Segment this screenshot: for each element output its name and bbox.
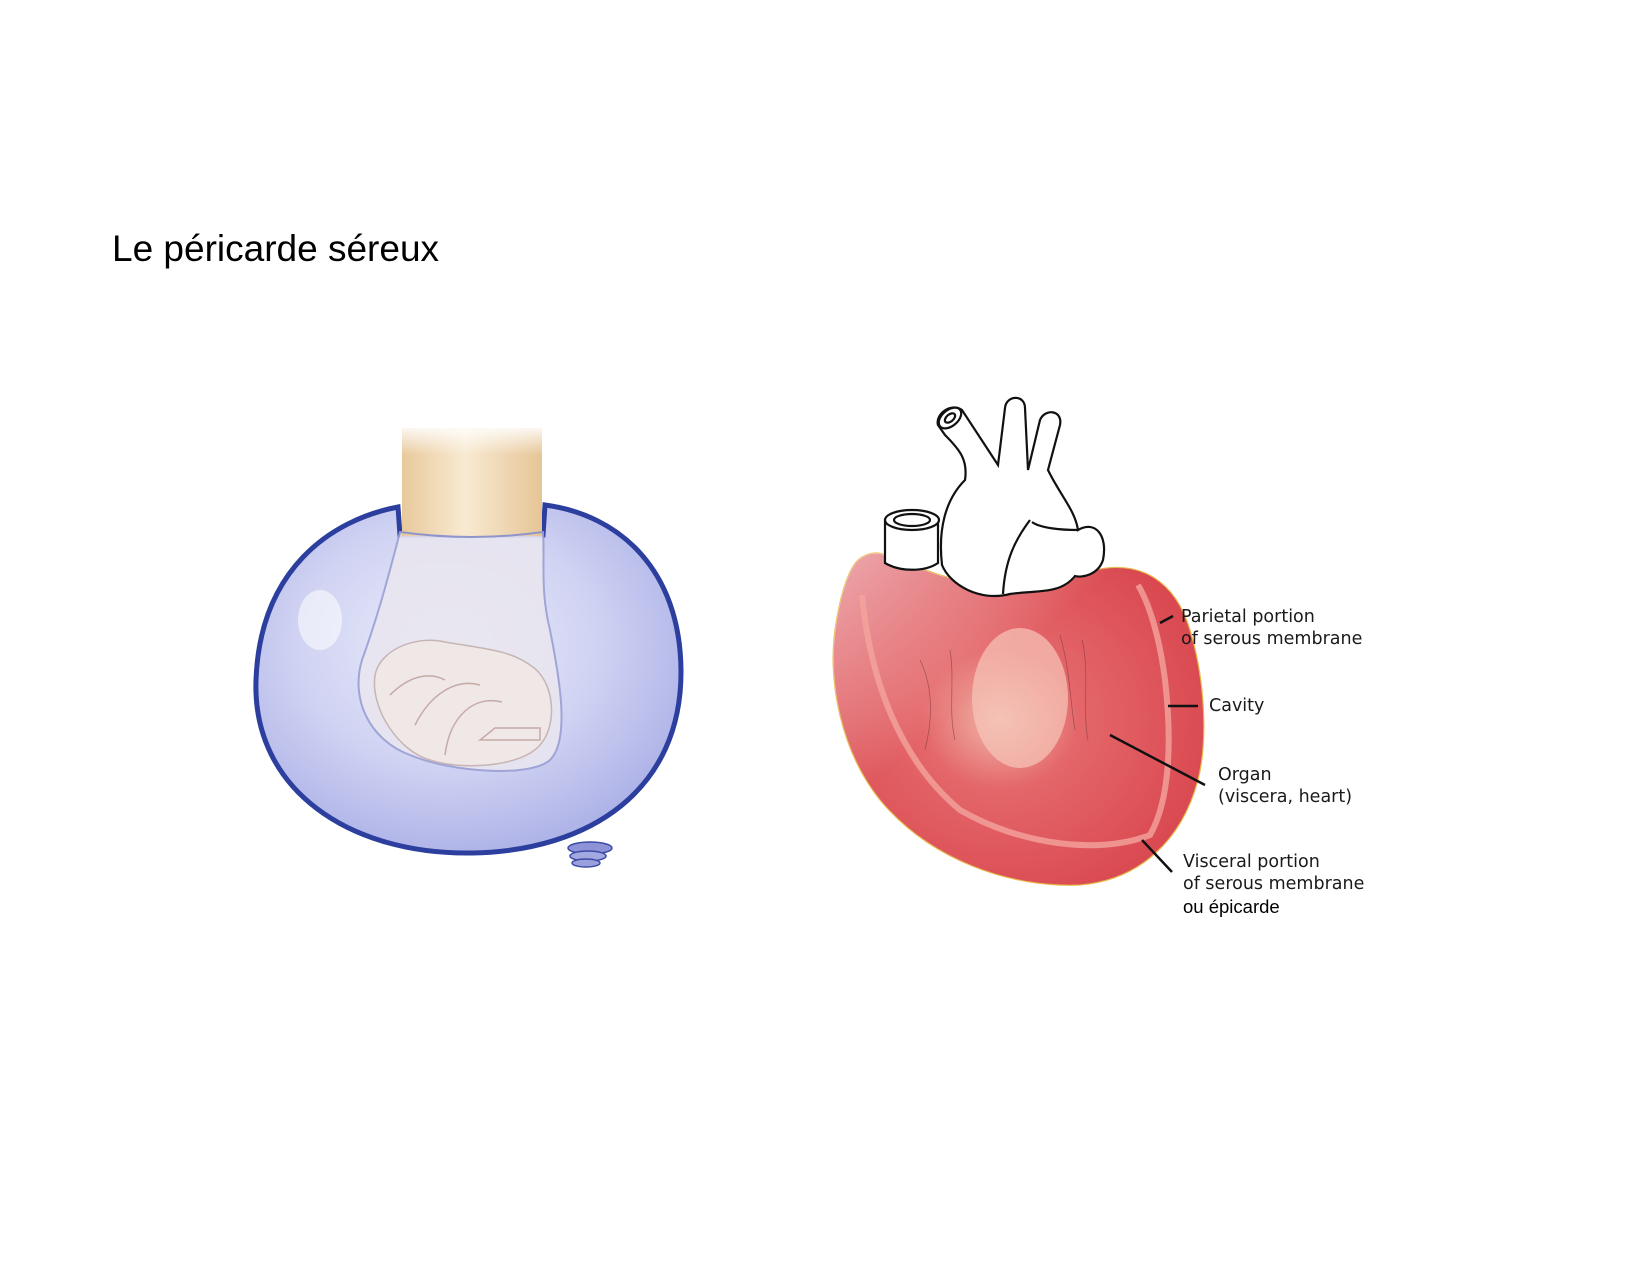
label-visceral-line3: ou épicarde [1183,896,1280,917]
fingers [389,675,541,756]
label-parietal-line2: of serous membrane [1181,629,1363,649]
balloon-knot [567,841,613,868]
great-vessels [883,396,1106,598]
leader-visceral [1141,839,1173,873]
page-title: Le péricarde séreux [112,228,440,269]
heart-drawing [832,396,1206,886]
cavity-boundary [859,583,1172,849]
heart-serous-pericardium-illustration [820,380,1380,940]
fist [373,639,553,767]
balloon-fist-drawing [253,428,684,868]
balloon-fist-illustration [240,410,700,880]
label-parietal-line1: Parietal portion [1181,607,1315,627]
label-visceral-line1: Visceral portion [1183,852,1320,872]
leader-parietal [1159,614,1174,625]
leader-organ [1109,733,1206,787]
label-organ-line1: Organ [1218,765,1272,785]
label-organ-line2: (viscera, heart) [1218,787,1353,807]
label-cavity: Cavity [1209,696,1265,716]
label-visceral-line2: of serous membrane [1183,874,1365,894]
